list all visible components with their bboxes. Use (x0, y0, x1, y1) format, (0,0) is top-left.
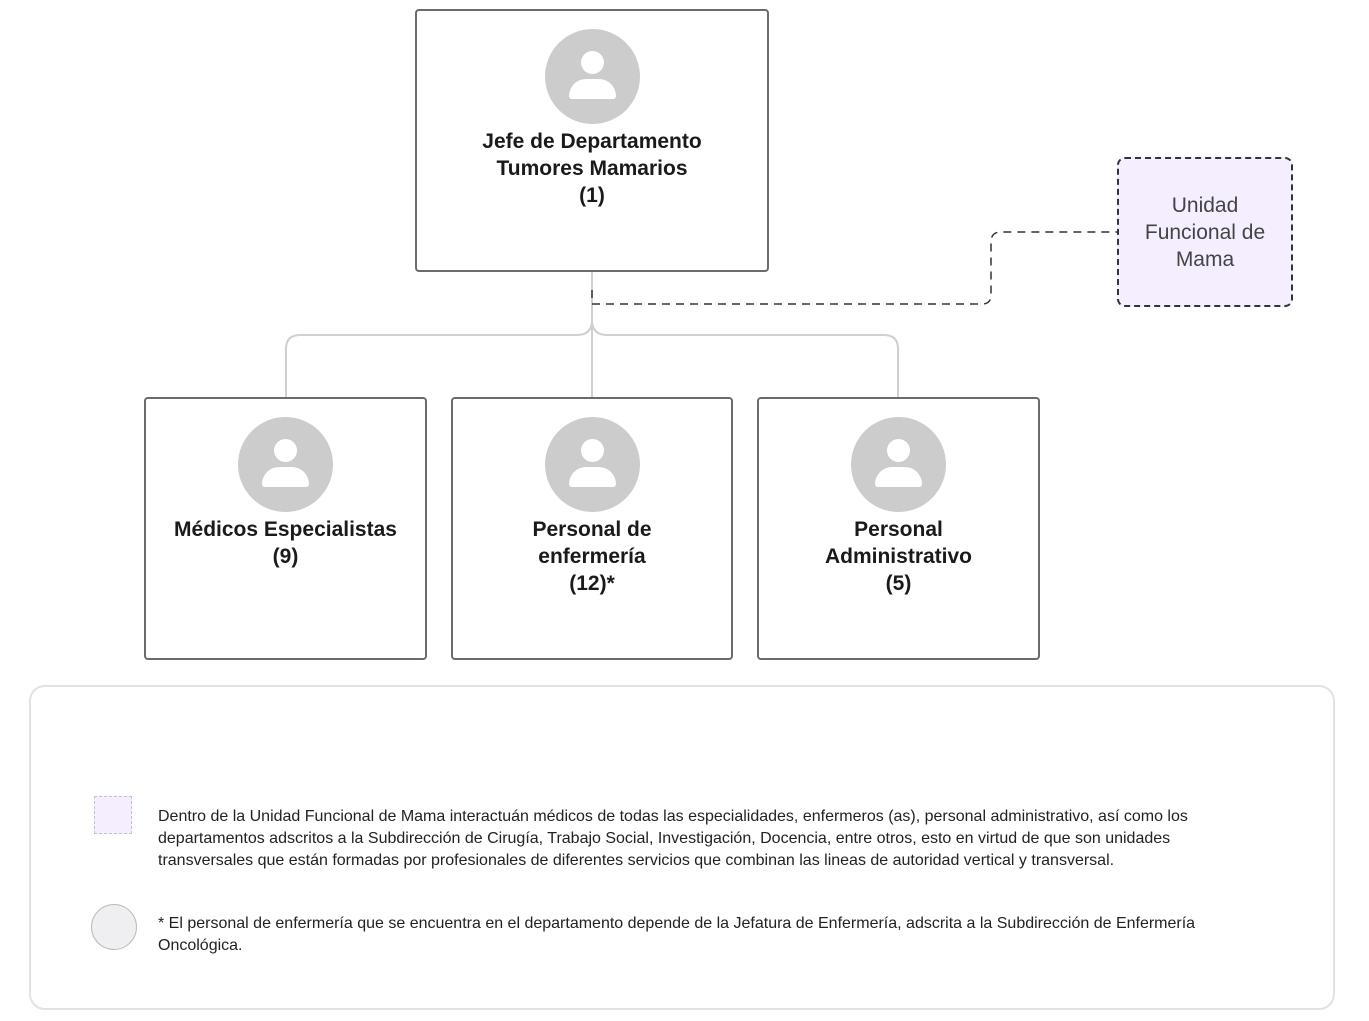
legend-text-nursing: * El personal de enfermería que se encue… (158, 915, 1196, 954)
person-icon (544, 417, 640, 512)
functional-unit-node[interactable]: Unidad Funcional de Mama (1117, 157, 1293, 307)
person-icon (238, 417, 333, 512)
child-node-administrativo[interactable]: Personal Administrativo (5) (757, 397, 1040, 660)
child-node-enfermeria[interactable]: Personal de enfermería (12)* (451, 397, 733, 660)
person-icon (544, 29, 640, 124)
person-icon (851, 417, 946, 512)
node-title: Personal Administrativo (5) (824, 518, 973, 595)
dashed-link-functional-unit (591, 231, 1117, 305)
legend-panel: Dentro de la Unidad Funcional de Mama in… (29, 685, 1335, 1010)
root-node[interactable]: Jefe de Departamento Tumores Mamarios (1… (415, 9, 769, 272)
node-title: Médicos Especialistas (9) (174, 518, 397, 568)
child-node-medicos[interactable]: Médicos Especialistas (9) (144, 397, 427, 660)
connector-root-children (285, 272, 899, 398)
node-title: Personal de enfermería (12)* (532, 518, 652, 595)
dashed-square-icon (94, 796, 132, 834)
node-title: Jefe de Departamento Tumores Mamarios (1… (482, 130, 702, 207)
legend-text-functional-unit: Dentro de la Unidad Funcional de Mama in… (158, 808, 1188, 869)
circle-icon (91, 904, 137, 950)
